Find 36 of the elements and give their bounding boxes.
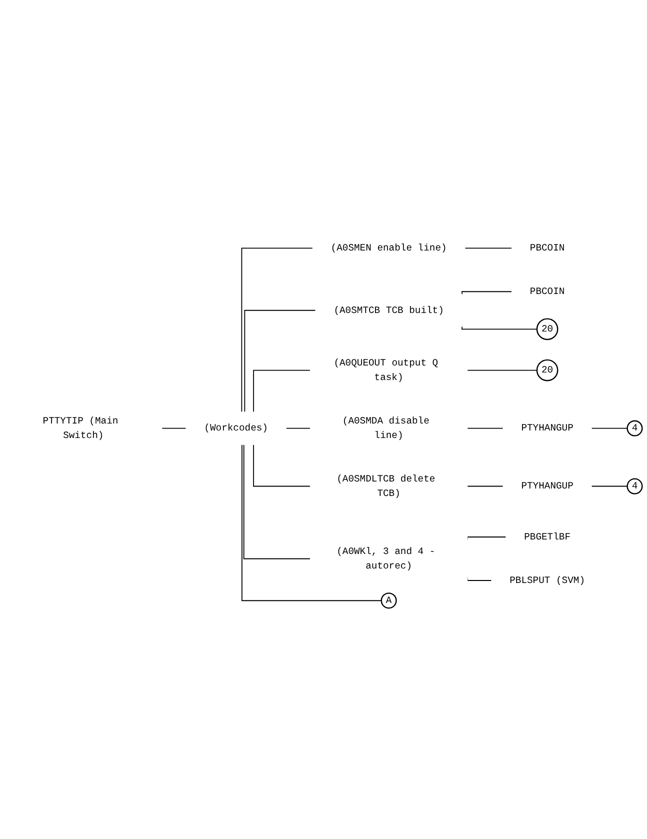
node-circle [536,318,558,340]
node-text: (Workcodes) [204,422,268,434]
connector [464,247,512,248]
connector [244,310,316,412]
connector [466,427,504,428]
connector [241,247,314,412]
node-text: PBLSPUT (SVM) [510,574,586,586]
node-text: (A0WKl, 3 and 4 - autorec) [336,546,436,571]
node-text: PTYHANGUP [521,422,574,434]
connector [466,536,506,540]
connector [253,369,311,412]
node-text: (A0SMEN enable line) [330,242,447,254]
node-text: PTTYTIP (Main Switch) [42,415,118,441]
node-text: PBCOIN [530,286,565,297]
node-text: PBGETlBF [524,531,571,542]
node-text: (A0SMTCB TCB built) [334,304,444,316]
connector [591,427,628,428]
connector [243,444,311,559]
connector [242,444,382,601]
node-circle [626,420,643,436]
node-text: (A0SMDA disable line) [342,415,430,441]
connector [466,369,538,370]
connector [462,290,512,296]
connector [466,485,504,486]
node-text: PTYHANGUP [521,480,574,492]
node-circle [536,358,558,381]
connector [161,427,187,428]
connector [253,444,311,486]
connector [462,324,538,330]
connector [591,485,628,486]
node-text: (A0QUEOUT output Q task) [334,357,438,383]
connector [286,427,311,428]
node-text: PBCOIN [530,242,565,254]
node-circle [380,592,397,608]
node-circle [626,478,643,494]
node-text: (A0SMDLTCB delete TCB) [336,473,436,499]
